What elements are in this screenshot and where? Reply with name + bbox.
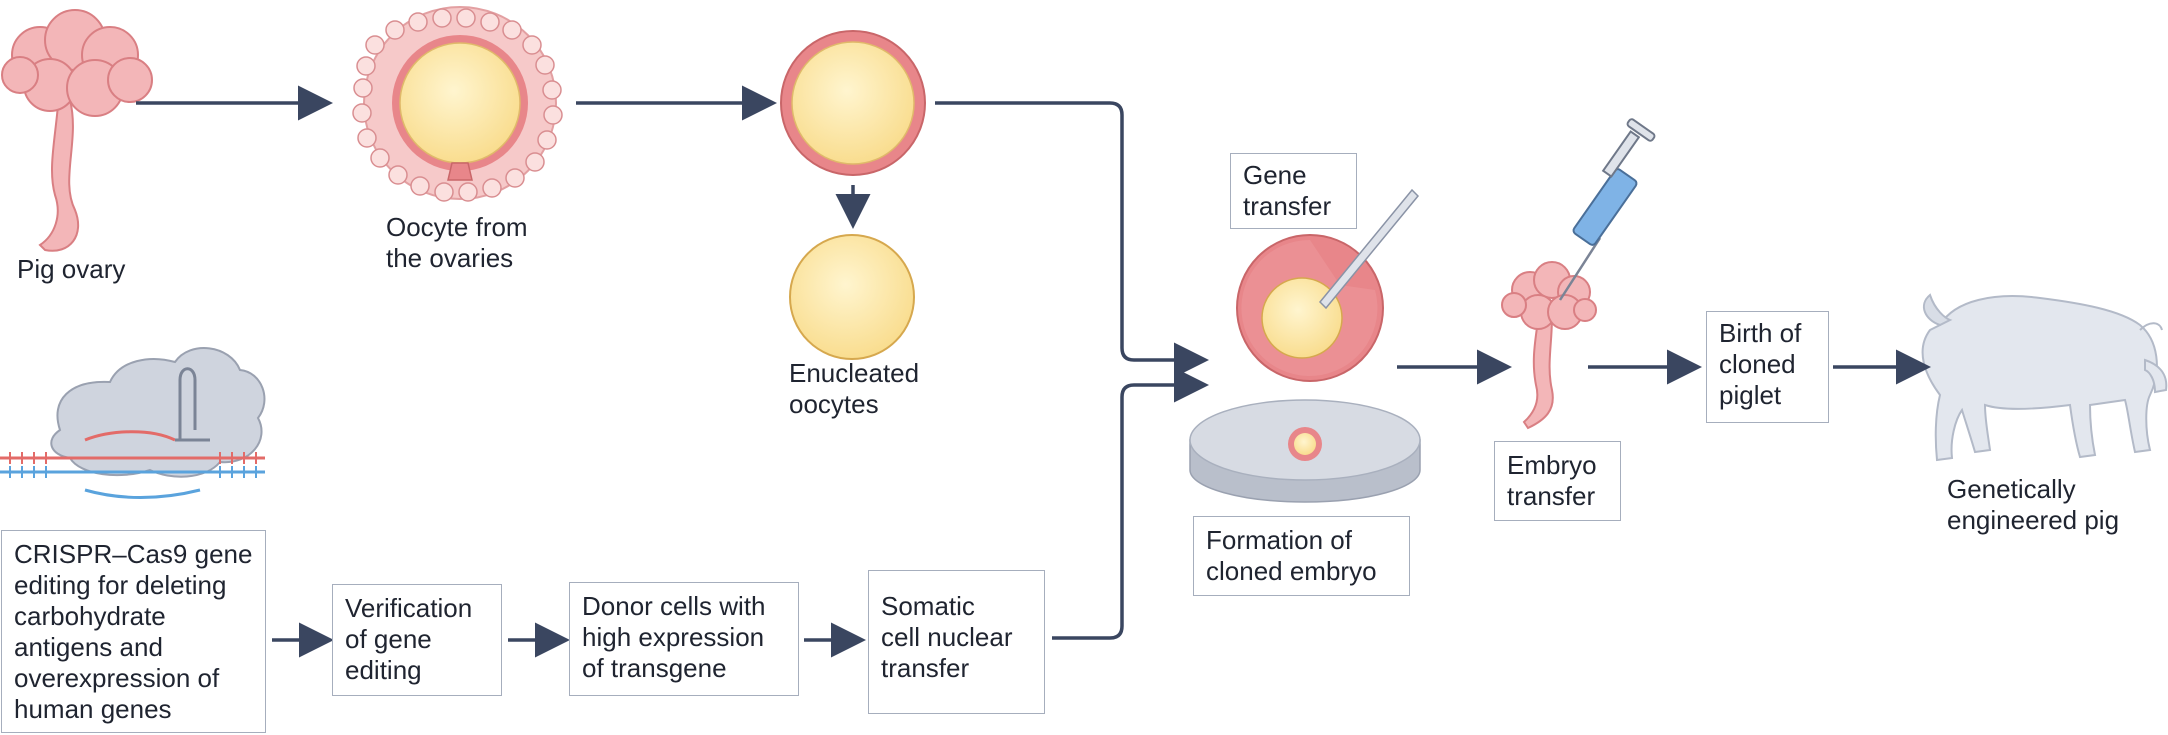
crispr-cas9-illustration bbox=[0, 347, 266, 499]
arrow-oocyte-to-embryo bbox=[935, 101, 1209, 378]
box-verification: Verification of gene editing bbox=[332, 584, 502, 696]
box-gene-transfer: Gene transfer bbox=[1230, 153, 1357, 229]
box-embryo-transfer: Embryo transfer bbox=[1494, 441, 1621, 521]
label-enucleated: Enucleated oocytes bbox=[789, 358, 920, 419]
flow-arrows bbox=[136, 85, 1931, 658]
pig-ovary-illustration bbox=[1, 9, 153, 252]
enucleated-oocyte-illustration bbox=[789, 234, 915, 360]
oocyte-illustration bbox=[780, 30, 926, 176]
box-donor-cells: Donor cells with high expression of tran… bbox=[569, 582, 799, 696]
label-oocyte: Oocyte from the ovaries bbox=[386, 212, 528, 273]
label-pig-ovary: Pig ovary bbox=[17, 254, 126, 284]
oocyte-cumulus-illustration bbox=[352, 6, 563, 202]
pig-illustration bbox=[1921, 293, 2168, 462]
box-birth-cloned-piglet: Birth of cloned piglet bbox=[1706, 311, 1829, 423]
culture-dish-illustration bbox=[1189, 399, 1421, 503]
gene-transfer-illustration bbox=[1236, 188, 1420, 382]
label-genetically-engineered-pig: Genetically engineered pig bbox=[1947, 474, 2120, 535]
arrow-snct-to-embryo bbox=[1052, 367, 1209, 640]
box-formation-cloned-embryo: Formation of cloned embryo bbox=[1193, 516, 1410, 596]
embryo-transfer-illustration bbox=[1501, 118, 1656, 430]
box-crispr-cas9: CRISPR–Cas9 gene editing for deleting ca… bbox=[1, 530, 266, 733]
box-somatic-cell-nuclear-transfer: Somatic cell nuclear transfer bbox=[868, 570, 1045, 714]
